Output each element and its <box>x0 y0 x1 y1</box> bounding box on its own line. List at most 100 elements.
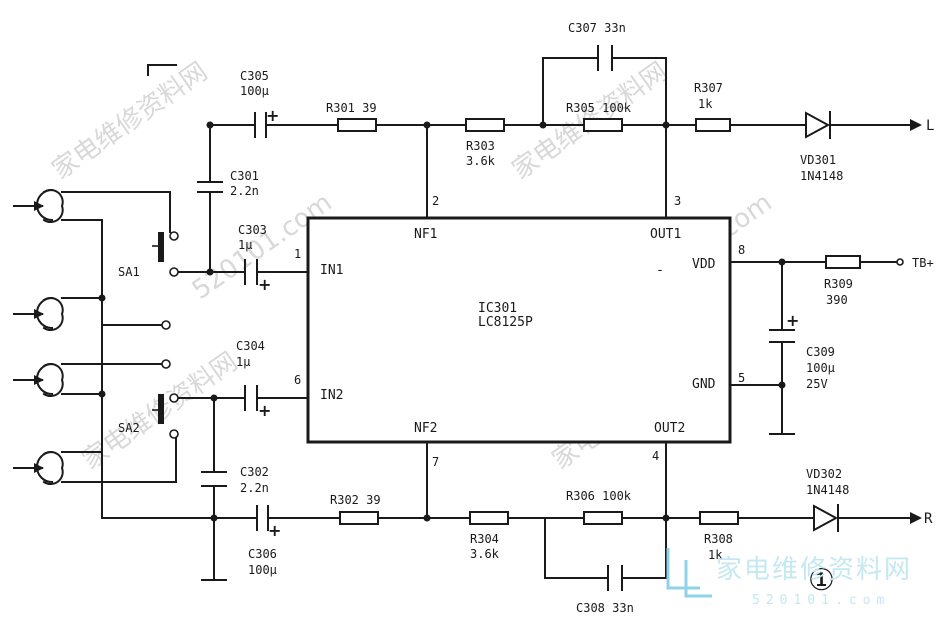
r309-value: 390 <box>826 293 848 307</box>
c304-value: 1μ <box>236 355 250 369</box>
r304-ref: R304 <box>470 532 499 546</box>
c305-value: 100μ <box>240 84 269 98</box>
pin-label-out2: OUT2 <box>654 421 685 436</box>
vd301-ref: VD301 <box>800 153 836 167</box>
resistor-r306 <box>583 511 623 525</box>
pin-number-4: 4 <box>652 449 659 463</box>
capacitor-c307 <box>597 45 613 71</box>
c307-label: C307 33n <box>568 21 626 35</box>
pin-label-in1: IN1 <box>320 263 343 278</box>
c306-value: 100μ <box>248 563 277 577</box>
c301-ref: C301 <box>230 169 259 183</box>
resistor-r309 <box>825 255 861 269</box>
output-left-label: L <box>926 118 934 134</box>
svg-text:+: + <box>266 106 279 125</box>
pin-number-1: 1 <box>294 247 301 261</box>
watermark-logo-text: 家电维修资料网 <box>716 555 912 585</box>
capacitor-c308 <box>607 565 623 591</box>
input-jack-4 <box>13 450 64 485</box>
svg-text:+: + <box>258 401 271 420</box>
resistor-r301 <box>337 118 377 132</box>
capacitor-c306: + <box>251 505 281 540</box>
arrow-out-left-icon <box>910 119 922 131</box>
c303-value: 1μ <box>238 238 252 252</box>
pin-label-nf1: NF1 <box>414 227 437 242</box>
resistor-r302 <box>339 511 379 525</box>
resistor-r303 <box>465 118 505 132</box>
c302-value: 2.2n <box>240 481 269 495</box>
r302-label: R302 39 <box>330 493 381 507</box>
resistor-r305 <box>583 118 623 132</box>
c309-ref: C309 <box>806 345 835 359</box>
capacitor-c304: + <box>244 385 271 420</box>
r307-ref: R307 <box>694 81 723 95</box>
c309-value: 100μ <box>806 361 835 375</box>
watermark-logo-url: 520101.com <box>752 593 890 608</box>
vd301-part: 1N4148 <box>800 169 843 183</box>
resistor-r304 <box>469 511 509 525</box>
ic-body <box>306 216 732 444</box>
diode-vd301 <box>805 111 831 139</box>
r305-label: R305 100k <box>566 101 632 115</box>
ic-ref: IC301 <box>478 301 517 316</box>
c309-voltage: 25V <box>806 377 828 391</box>
pin-number-7: 7 <box>432 455 439 469</box>
component-labels: C305 100μ C301 2.2n C303 1μ C304 1μ C302… <box>118 21 934 615</box>
pin-number-6: 6 <box>294 373 301 387</box>
r306-label: R306 100k <box>566 489 632 503</box>
pin-label-out1: OUT1 <box>650 227 681 242</box>
svg-text:+: + <box>258 275 271 294</box>
c301-value: 2.2n <box>230 184 259 198</box>
watermark-text: 家电维修资料网 <box>47 57 213 186</box>
input-jack-2 <box>13 296 64 331</box>
resistor-r308 <box>699 511 739 525</box>
sa1-ref: SA1 <box>118 265 140 279</box>
sa2-ref: SA2 <box>118 421 140 435</box>
arrow-out-right-icon <box>910 512 922 524</box>
pin-label-nf2: NF2 <box>414 421 437 436</box>
pin-label-in2: IN2 <box>320 388 343 403</box>
switch-sa1 <box>152 231 179 277</box>
capacitor-c302 <box>201 471 227 487</box>
open-terminal <box>161 359 171 369</box>
diode-vd302 <box>813 504 839 532</box>
r307-value: 1k <box>698 97 713 111</box>
input-jack-1 <box>13 188 64 223</box>
c303-ref: C303 <box>238 223 267 237</box>
vd302-ref: VD302 <box>806 467 842 481</box>
ic-part: LC8125P <box>478 315 533 330</box>
r303-value: 3.6k <box>466 154 496 168</box>
svg-text:+: + <box>268 521 281 540</box>
supply-label: TB+ <box>912 256 934 270</box>
r309-ref: R309 <box>824 277 853 291</box>
r301-label: R301 39 <box>326 101 377 115</box>
pin-number-2: 2 <box>432 194 439 208</box>
r308-ref: R308 <box>704 532 733 546</box>
pin-label-minus: - <box>656 263 664 278</box>
vd302-part: 1N4148 <box>806 483 849 497</box>
output-right-label: R <box>924 511 933 527</box>
c302-ref: C302 <box>240 465 269 479</box>
r303-ref: R303 <box>466 139 495 153</box>
pin-number-3: 3 <box>674 194 681 208</box>
pin-label-vdd: VDD <box>692 257 716 272</box>
figure-number: ① <box>808 563 835 598</box>
tb-terminal <box>896 258 904 266</box>
pin-label-gnd: GND <box>692 377 716 392</box>
resistor-r307 <box>695 118 731 132</box>
r308-value: 1k <box>708 548 723 562</box>
pin-number-8: 8 <box>738 243 745 257</box>
r304-value: 3.6k <box>470 547 500 561</box>
watermark-logo: 家电维修资料网 520101.com <box>666 548 912 608</box>
c306-ref: C306 <box>248 547 277 561</box>
logo-bracket-icon <box>666 548 700 590</box>
capacitor-c303: + <box>244 259 271 294</box>
pin-number-5: 5 <box>738 371 745 385</box>
capacitor-c301 <box>197 181 223 193</box>
open-terminal <box>161 320 171 330</box>
wires <box>61 57 911 581</box>
capacitor-c305: + <box>249 106 279 138</box>
junctions <box>98 121 786 522</box>
svg-text:+: + <box>786 311 799 330</box>
